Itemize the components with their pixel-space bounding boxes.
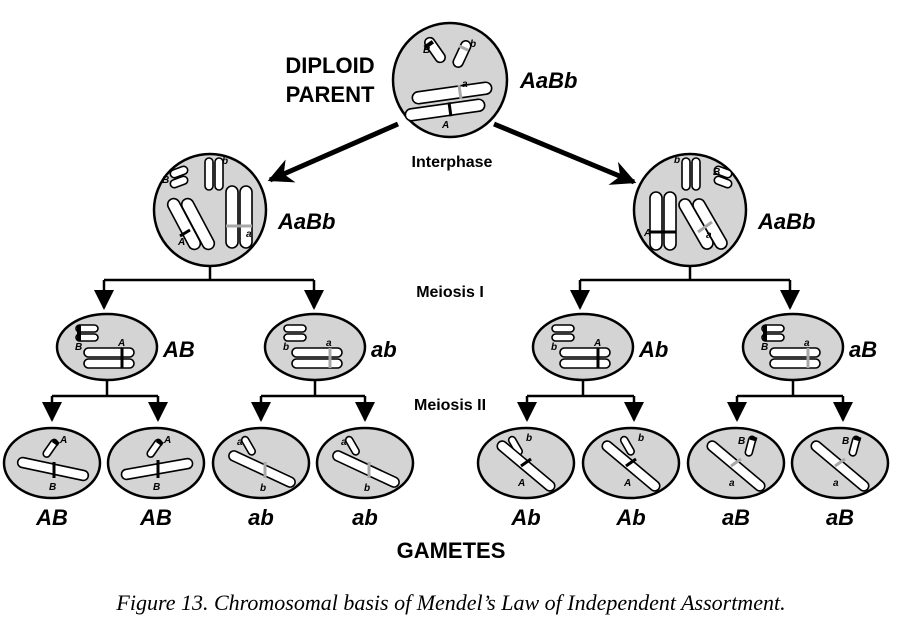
left-interphase-a-label: a — [246, 229, 252, 240]
gamete-cell-7: B a — [686, 426, 786, 500]
cell-Ab-b-label: b — [551, 342, 557, 353]
gamete-1-A-label: A — [59, 435, 67, 446]
meiosis1-product-1: AB — [162, 337, 195, 362]
gamete-cell-6: b A — [581, 426, 681, 500]
left-interphase-A-label: A — [177, 237, 185, 248]
gamete-label-7: aB — [722, 505, 750, 530]
right-interphase-A-label: A — [643, 228, 651, 239]
gametes-heading: GAMETES — [397, 538, 506, 563]
meiosis1-product-4: aB — [849, 337, 877, 362]
left-interphase-cell: B b A a — [152, 152, 268, 268]
arrow-to-left-interphase — [267, 121, 400, 183]
left-interphase-genotype: AaBb — [277, 209, 335, 234]
cell-ab-a-label: a — [326, 338, 332, 349]
cell-aB-B-label: B — [761, 342, 768, 353]
allele-B-label: B — [423, 45, 430, 56]
gamete-label-4: ab — [352, 505, 378, 530]
gamete-2-A-label: A — [163, 435, 171, 446]
gamete-8-B-label: B — [842, 436, 849, 447]
left-interphase-B-label: B — [162, 175, 169, 186]
cell-AB-A-label: A — [117, 338, 125, 349]
gamete-8-a-label: a — [833, 478, 839, 489]
allele-A-label: A — [441, 120, 449, 131]
meiosis1-connector-right — [570, 266, 800, 310]
meiosis1-connector-left — [94, 266, 324, 310]
meiosis1-cell-ab: b a — [263, 312, 367, 382]
gamete-cell-1: A B — [2, 426, 102, 500]
gamete-label-6: Ab — [615, 505, 645, 530]
diploid-label-line1: DIPLOID — [285, 53, 374, 78]
right-interphase-cell: b B A a — [632, 152, 748, 268]
right-interphase-a-label: a — [706, 230, 712, 241]
gamete-1-B-label: B — [49, 482, 56, 493]
gamete-cell-3: a b — [211, 426, 311, 500]
gamete-2-B-label: B — [153, 482, 160, 493]
gamete-label-8: aB — [826, 505, 854, 530]
gamete-cell-4: a b — [315, 426, 415, 500]
gamete-label-1: AB — [35, 505, 68, 530]
cell-ab-b-label: b — [283, 342, 289, 353]
gamete-4-b-label: b — [364, 483, 370, 494]
gamete-6-A-label: A — [623, 478, 631, 489]
right-interphase-genotype: AaBb — [757, 209, 815, 234]
gamete-4-a-label: a — [341, 437, 347, 448]
arrow-to-right-interphase — [493, 121, 637, 185]
interphase-label: Interphase — [412, 154, 493, 171]
meiosis1-cell-Ab: b A — [531, 312, 635, 382]
allele-a-label: a — [462, 79, 468, 90]
parent-genotype: AaBb — [519, 68, 577, 93]
right-interphase-b-label: b — [674, 155, 680, 166]
cell-AB-B-label: B — [75, 342, 82, 353]
gamete-5-b-label: b — [526, 433, 532, 444]
gamete-3-a-label: a — [237, 437, 243, 448]
gamete-cell-5: b A — [476, 426, 576, 500]
gamete-label-5: Ab — [510, 505, 540, 530]
meiosis1-product-2: ab — [371, 337, 397, 362]
right-interphase-B-label: B — [713, 167, 720, 178]
meiosis1-cell-AB: B A — [55, 312, 159, 382]
meiosis2-connectors — [42, 380, 853, 422]
cell-Ab-A-label: A — [593, 338, 601, 349]
diploid-label-line2: PARENT — [286, 82, 375, 107]
meiosis1-label: Meiosis I — [416, 284, 484, 301]
gamete-6-b-label: b — [638, 433, 644, 444]
chromosome-b-pair — [423, 36, 472, 68]
diploid-parent-cell: B b a A — [391, 21, 509, 139]
cell-aB-a-label: a — [804, 338, 810, 349]
gamete-cell-8: B a — [790, 426, 890, 500]
left-interphase-b-label: b — [222, 156, 228, 167]
allele-b-label: b — [470, 39, 476, 50]
gamete-7-a-label: a — [729, 478, 735, 489]
meiosis1-product-3: Ab — [638, 337, 668, 362]
meiosis2-label: Meiosis II — [414, 397, 486, 414]
gamete-7-B-label: B — [738, 436, 745, 447]
gamete-label-2: AB — [139, 505, 172, 530]
gamete-3-b-label: b — [260, 483, 266, 494]
gamete-5-A-label: A — [517, 478, 525, 489]
figure-caption: Figure 13. Chromosomal basis of Mendel’s… — [116, 590, 786, 615]
meiosis1-cell-aB: B a — [741, 312, 845, 382]
chromosome-a-pair — [404, 81, 493, 122]
gamete-cell-2: A B — [106, 426, 206, 500]
gamete-label-3: ab — [248, 505, 274, 530]
